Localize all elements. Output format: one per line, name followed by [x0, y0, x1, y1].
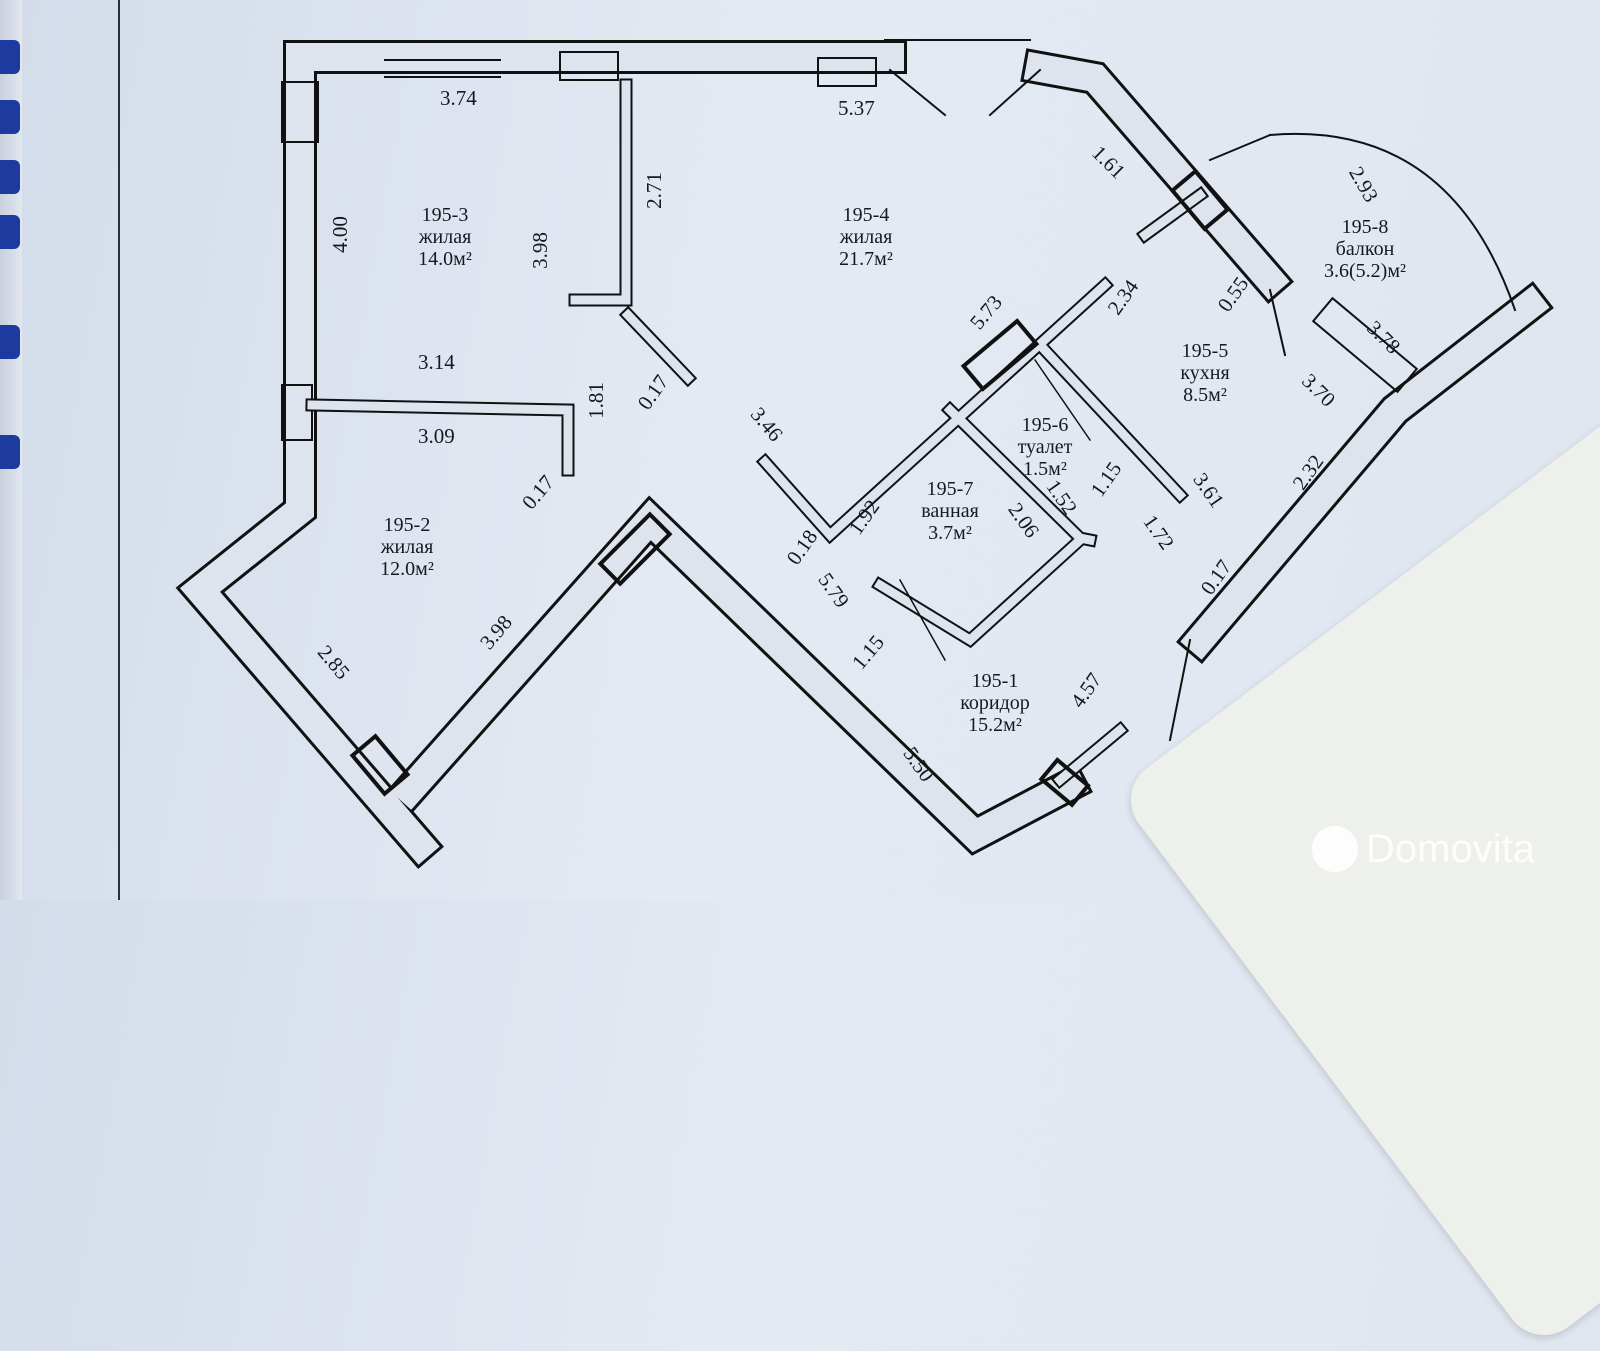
binder-ring — [0, 215, 20, 249]
dimension-label: 3.09 — [418, 424, 455, 448]
domovita-watermark: Domovita — [1312, 826, 1535, 872]
dimension-label: 3.74 — [440, 86, 477, 110]
binder-ring — [0, 100, 20, 134]
dimension-label: 2.71 — [641, 172, 666, 209]
dimension-label: 3.98 — [527, 232, 552, 269]
binder-ring — [0, 160, 20, 194]
floor-plan-walls — [175, 39, 1554, 869]
dimension-label: 1.81 — [583, 382, 608, 419]
page-margin-line — [118, 0, 120, 900]
dimension-label: 5.37 — [838, 96, 875, 120]
dimension-label: 3.14 — [418, 350, 455, 374]
binder-ring — [0, 435, 20, 469]
watermark-text: Domovita — [1366, 826, 1535, 871]
domovita-logo-icon — [1312, 826, 1358, 872]
binder-edge — [0, 0, 22, 900]
dimension-label: 4.00 — [327, 216, 352, 253]
interior-wall — [568, 78, 633, 307]
binder-ring — [0, 325, 20, 359]
binder-ring — [0, 40, 20, 74]
